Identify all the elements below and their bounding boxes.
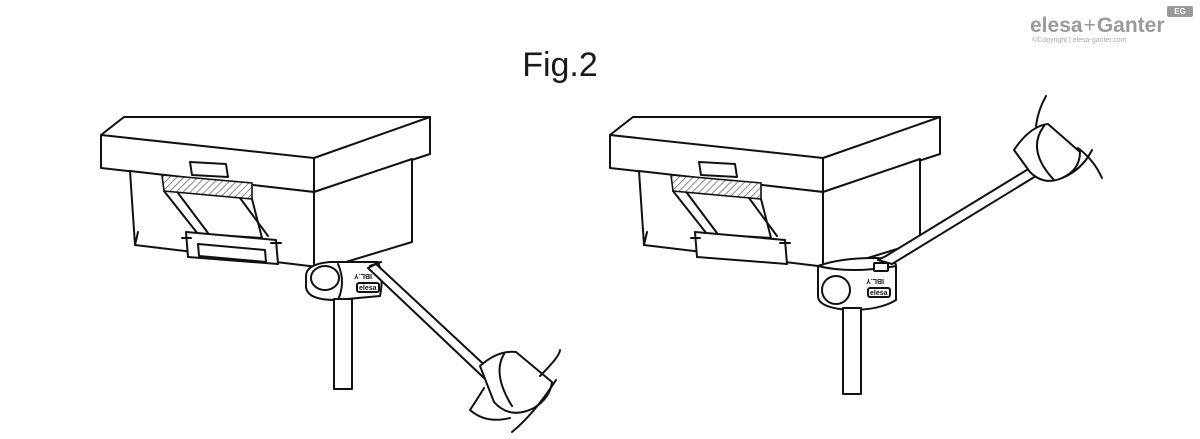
logo-wordmark: elesa+Ganter (1030, 14, 1165, 38)
logo-badge: EG (1167, 6, 1193, 17)
right-box-lid (609, 116, 941, 193)
logo-plus: + (1083, 14, 1096, 37)
right-knob-marking: IBL.Y (866, 277, 884, 284)
left-knob-marking: IBL.Y (354, 272, 372, 279)
left-knob-brand: elesa (359, 285, 377, 292)
left-latch (161, 161, 282, 265)
logo-brand-ganter: Ganter (1096, 14, 1165, 37)
right-knob-brand: elesa (870, 290, 888, 297)
left-illustration: IBL.Y elesa (100, 116, 561, 433)
right-knob: IBL.Y elesa (817, 257, 897, 311)
left-knob: IBL.Y elesa (305, 261, 383, 301)
right-screwdriver (877, 95, 1103, 265)
right-shaft (842, 307, 862, 395)
elesa-ganter-logo: elesa+Ganter EG ©Copyright | elesa-gante… (1030, 6, 1195, 46)
left-screwdriver (367, 261, 561, 433)
left-shaft (333, 298, 353, 390)
logo-copyright: ©Copyright | elesa-ganter.com (1032, 37, 1127, 44)
right-latch (670, 161, 791, 265)
right-illustration: IBL.Y elesa (609, 95, 1103, 395)
left-box-lid (100, 116, 431, 193)
logo-brand-elesa: elesa (1030, 14, 1083, 37)
figure-title: Fig.2 (522, 46, 598, 84)
